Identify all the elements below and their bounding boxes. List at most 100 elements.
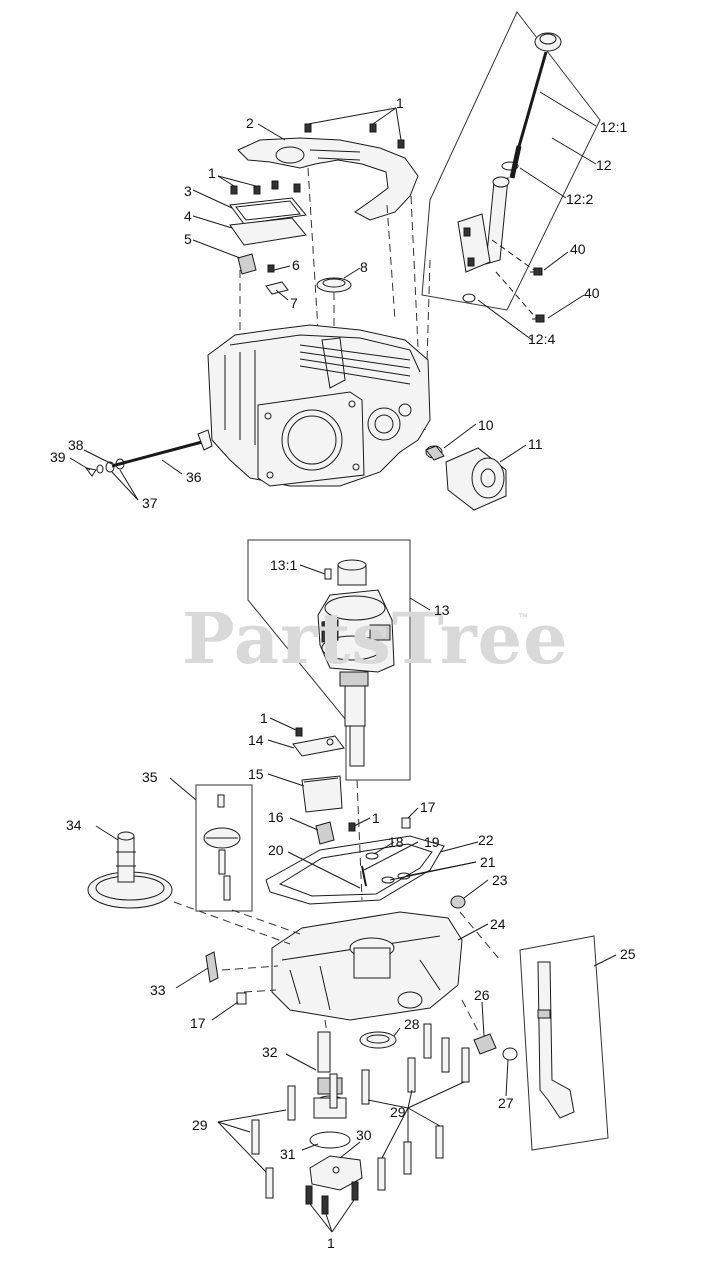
cover-frame <box>237 137 419 221</box>
callout-12-2: 12:2 <box>566 191 594 207</box>
shield-15 <box>301 775 343 813</box>
engine-block <box>207 324 431 487</box>
spring-19 <box>361 865 367 887</box>
clamp-27 <box>502 1047 518 1061</box>
callout-13-1: 13:1 <box>270 557 298 573</box>
callout-12-1: 12:1 <box>600 119 628 135</box>
callout-35: 35 <box>142 769 158 785</box>
governor-shaft <box>84 429 213 477</box>
callout-16: 16 <box>268 809 284 825</box>
dipstick-group-frame <box>421 11 601 311</box>
callout-28: 28 <box>404 1016 420 1032</box>
callout-14: 14 <box>248 732 264 748</box>
callout-36: 36 <box>186 469 202 485</box>
clip-7 <box>265 281 289 295</box>
seal-23 <box>450 895 466 909</box>
oring-31 <box>309 1131 351 1149</box>
plate-14 <box>292 735 345 757</box>
callout-13: 13 <box>434 602 450 618</box>
callout-11: 11 <box>528 436 543 452</box>
callout-15: 15 <box>248 766 264 782</box>
callout-25: 25 <box>620 946 636 962</box>
callout-5: 5 <box>184 231 192 247</box>
clip-33 <box>205 951 219 983</box>
callout-22: 22 <box>478 832 494 848</box>
callout-32: 32 <box>262 1044 278 1060</box>
watermark-trademark: ™ <box>518 612 528 623</box>
watermark-text: PartsTree <box>182 597 569 680</box>
block-5 <box>237 253 257 275</box>
callout-24: 24 <box>490 916 506 932</box>
seal-28 <box>359 1031 397 1049</box>
screw-1-bottom <box>305 1181 359 1215</box>
hose-25 <box>537 961 575 1119</box>
callout-19: 19 <box>424 834 440 850</box>
callout-29: 29 <box>390 1104 406 1120</box>
callout-3: 3 <box>184 183 192 199</box>
pin-17b <box>236 992 247 1005</box>
dipstick-cap <box>534 32 562 52</box>
callout-1: 1 <box>208 165 216 181</box>
screw-40b <box>532 314 545 323</box>
pin-17a <box>401 817 411 829</box>
washer-21b <box>381 876 395 884</box>
key-13-1 <box>324 568 332 580</box>
crankshaft <box>317 559 395 767</box>
callout-39: 39 <box>50 449 66 465</box>
leader-lines <box>69 91 617 1233</box>
filter-adapter-10 <box>425 445 445 461</box>
tube-oring <box>462 293 476 303</box>
callout-17: 17 <box>190 1015 206 1031</box>
callout-29: 29 <box>192 1117 208 1133</box>
governor-gear <box>203 794 241 901</box>
screw-1-left <box>230 180 301 195</box>
plate-4 <box>229 217 307 246</box>
screw-40a <box>530 267 543 276</box>
callout-2: 2 <box>246 115 254 131</box>
screw-6 <box>267 264 275 273</box>
callout-31: 31 <box>280 1146 296 1162</box>
callout-1: 1 <box>372 810 380 826</box>
callout-12-4: 12:4 <box>528 331 556 347</box>
fitting-26 <box>473 1033 497 1055</box>
callout-18: 18 <box>388 834 404 850</box>
callout-12: 12 <box>596 157 612 173</box>
screw-1-plate <box>295 727 303 737</box>
callout-34: 34 <box>66 817 82 833</box>
gasket-22 <box>265 835 445 905</box>
oil-filter-11 <box>445 447 507 511</box>
callout-30: 30 <box>356 1127 372 1143</box>
callout-6: 6 <box>292 257 300 273</box>
callout-40: 40 <box>584 285 600 301</box>
callout-8: 8 <box>360 259 368 275</box>
callout-21: 21 <box>480 854 496 870</box>
callout-23: 23 <box>492 872 508 888</box>
washer-18 <box>365 852 379 860</box>
hose-group-frame <box>519 935 609 1151</box>
callout-1: 1 <box>260 710 268 726</box>
dipstick-tube <box>485 177 509 265</box>
gasket-3 <box>229 197 307 225</box>
callout-38: 38 <box>68 437 84 453</box>
callout-1: 1 <box>327 1235 335 1251</box>
callout-10: 10 <box>478 417 494 433</box>
callout-40: 40 <box>570 241 586 257</box>
bolts-29 <box>251 1023 470 1199</box>
crankshaft-frame <box>247 539 411 781</box>
crankcase-cover-24 <box>271 911 463 1021</box>
gear-group-frame <box>195 784 253 912</box>
camshaft-34 <box>87 831 173 909</box>
callout-37: 37 <box>142 495 158 511</box>
dipstick-oring <box>501 161 519 171</box>
callout-20: 20 <box>268 842 284 858</box>
callout-26: 26 <box>474 987 490 1003</box>
seal-8 <box>316 277 352 293</box>
callout-17: 17 <box>420 799 436 815</box>
callout-27: 27 <box>498 1095 514 1111</box>
screw-1-mid <box>348 822 356 832</box>
callout-1: 1 <box>396 95 404 111</box>
callout-4: 4 <box>184 208 192 224</box>
callout-33: 33 <box>150 982 166 998</box>
